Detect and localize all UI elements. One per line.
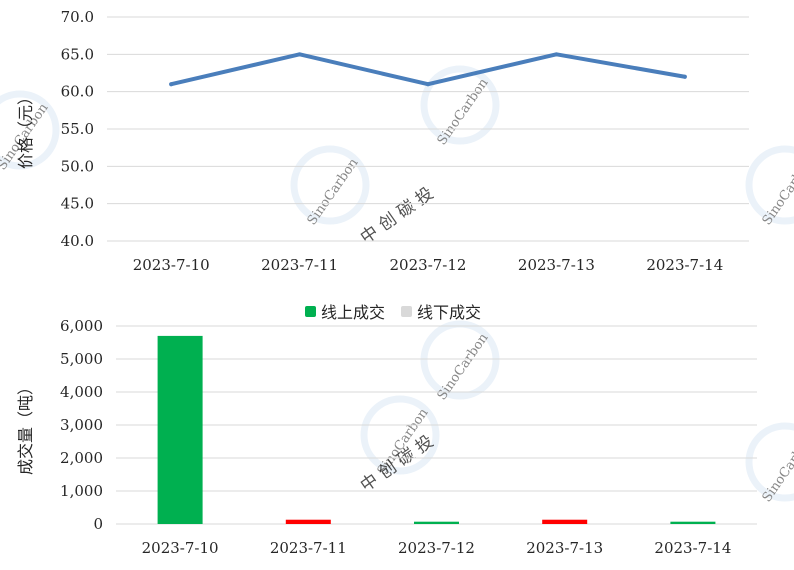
volume-y-tick-label: 5,000 (60, 350, 103, 368)
price-y-tick-label: 45.0 (61, 195, 94, 213)
price-y-tick-label: 40.0 (61, 232, 94, 250)
watermark-text: SinoCarbon (760, 155, 794, 228)
legend-swatch-offline (401, 306, 412, 317)
volume-bars (157, 335, 716, 524)
watermark-ring (0, 90, 60, 170)
price-y-tick-label: 50.0 (61, 157, 94, 175)
watermark-logo: SinoCarbon (290, 145, 370, 228)
volume-y-axis-title: 成交量（吨） (16, 379, 35, 475)
price-point (554, 52, 559, 57)
price-y-tick-label: 55.0 (61, 120, 94, 138)
volume-bar (157, 335, 203, 524)
price-x-tick-label: 2023-7-14 (646, 256, 723, 274)
volume-bar (670, 521, 716, 524)
watermark-logo: SinoCarbon (745, 422, 794, 505)
price-point (297, 52, 302, 57)
volume-x-tick-label: 2023-7-13 (526, 539, 603, 557)
legend-swatch-online (305, 306, 316, 317)
volume-y-axis: 6,000 5,000 4,000 3,000 2,000 1,000 0 (60, 317, 103, 533)
volume-legend: 线上成交 线下成交 (305, 303, 481, 322)
price-x-tick-label: 2023-7-13 (518, 256, 595, 274)
volume-y-tick-label: 0 (93, 515, 103, 533)
watermark-ring (420, 65, 500, 145)
price-x-axis: 2023-7-10 2023-7-11 2023-7-12 2023-7-13 2023… (133, 256, 724, 274)
watermark-logo: SinoCarbon (745, 145, 794, 228)
price-y-tick-label: 60.0 (61, 83, 94, 101)
watermark-ring (360, 395, 440, 475)
watermark-ring (290, 145, 370, 225)
volume-y-tick-label: 2,000 (60, 449, 103, 467)
legend-label-online: 线上成交 (321, 303, 385, 322)
price-x-tick-label: 2023-7-11 (261, 256, 338, 274)
watermark-layer: SinoCarbonSinoCarbonSinoCarbonSinoCarbon… (0, 65, 794, 505)
volume-bar (414, 521, 459, 524)
price-point (169, 82, 174, 87)
price-x-tick-label: 2023-7-10 (133, 256, 210, 274)
volume-x-axis: 2023-7-10 2023-7-11 2023-7-12 2023-7-13 2023… (142, 539, 732, 557)
price-point (426, 82, 430, 87)
legend-label-offline: 线下成交 (417, 303, 481, 322)
price-y-axis: 70.0 65.0 60.0 55.0 50.0 45.0 40.0 (61, 8, 94, 250)
watermark-logo: SinoCarbon (420, 320, 500, 403)
volume-y-tick-label: 3,000 (60, 416, 103, 434)
price-point (682, 74, 687, 79)
price-line (169, 52, 687, 87)
volume-bar-chart: 6,000 5,000 4,000 3,000 2,000 1,000 0 2023-7-1… (16, 317, 757, 557)
watermark-ring (420, 320, 500, 400)
watermark-ring (745, 422, 794, 502)
price-x-tick-label: 2023-7-12 (390, 256, 467, 274)
volume-y-tick-label: 1,000 (60, 482, 103, 500)
volume-y-tick-label: 4,000 (60, 383, 103, 401)
price-y-tick-label: 70.0 (61, 8, 94, 26)
volume-y-tick-label: 6,000 (60, 317, 103, 335)
price-gridlines (107, 16, 749, 242)
price-y-tick-label: 65.0 (61, 45, 94, 63)
volume-x-tick-label: 2023-7-11 (270, 539, 347, 557)
volume-x-tick-label: 2023-7-12 (398, 539, 475, 557)
watermark-ring (745, 145, 794, 225)
volume-bar (542, 519, 588, 524)
watermark-text: SinoCarbon (760, 432, 794, 505)
price-y-axis-title: 价格（元） (16, 89, 35, 169)
volume-bar (285, 519, 331, 524)
watermark-cn-text: 中 创 碳 投 (357, 184, 437, 249)
volume-x-tick-label: 2023-7-10 (142, 539, 219, 557)
volume-gridlines (116, 325, 757, 525)
price-series (169, 52, 687, 87)
volume-x-tick-label: 2023-7-14 (654, 539, 731, 557)
watermark-text: SinoCarbon (435, 75, 492, 148)
